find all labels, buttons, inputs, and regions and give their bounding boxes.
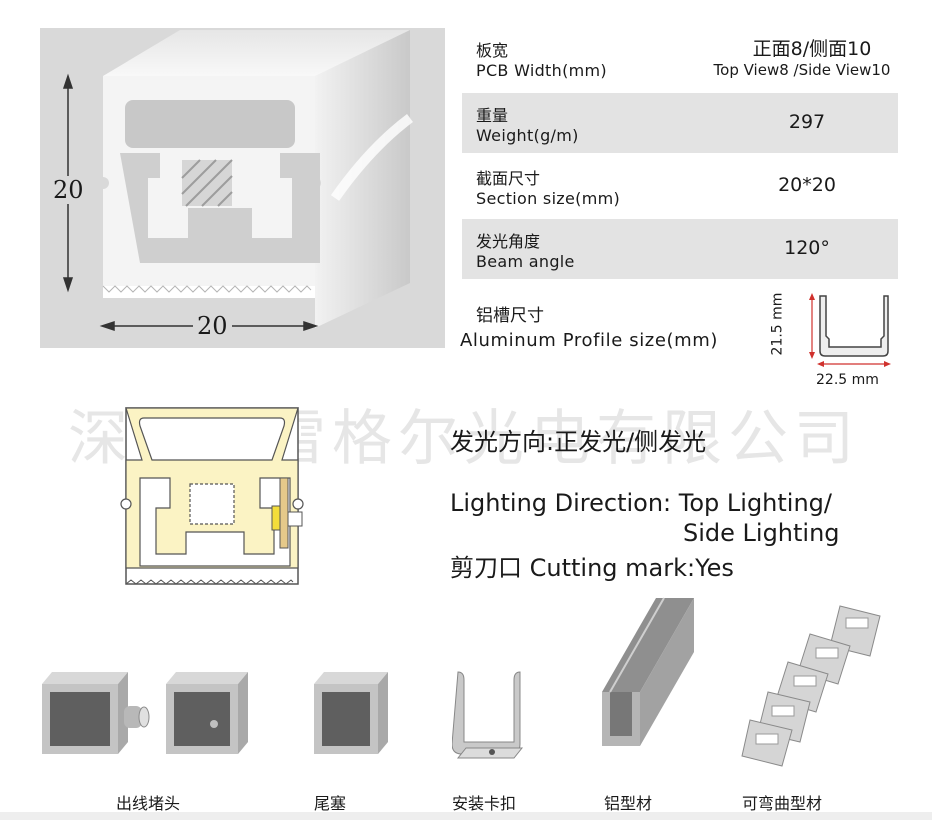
spec-value: 正面8/侧面10 bbox=[752, 38, 872, 60]
cross-section-diagram bbox=[118, 400, 313, 590]
spec-label-cn: 重量 bbox=[476, 106, 509, 125]
flexible-profile-image bbox=[740, 596, 900, 771]
spec-value: 120° bbox=[784, 237, 830, 259]
accessory-label-aluminum-profile: 铝型材 bbox=[604, 794, 653, 813]
spec-label-en: Section size(mm) bbox=[476, 189, 621, 208]
cutting-mark-text: 剪刀口 Cutting mark:Yes bbox=[450, 554, 734, 582]
spec-value: 297 bbox=[788, 111, 826, 133]
end-cap-with-outlet-image bbox=[38, 670, 158, 765]
spec-label-en: Weight(g/m) bbox=[476, 126, 579, 145]
spec-label-cn: 发光角度 bbox=[476, 232, 541, 251]
spec-row-weight: 重量 Weight(g/m) 297 bbox=[462, 93, 898, 153]
tail-plug-image bbox=[310, 670, 392, 765]
spec-label-cn: 截面尺寸 bbox=[476, 169, 541, 188]
mounting-clip-image bbox=[451, 668, 532, 768]
lighting-direction-en-2: Side Lighting bbox=[683, 519, 840, 547]
lighting-direction-cn: 发光方向:正发光/侧发光 bbox=[450, 428, 707, 456]
spec-label-cn: 板宽 bbox=[476, 41, 509, 60]
accessory-label-flexible-profile: 可弯曲型材 bbox=[742, 794, 823, 813]
dimension-height-label: 20 bbox=[53, 176, 84, 204]
aluminum-profile-image bbox=[598, 596, 698, 771]
spec-value-en: Top View8 /Side View10 bbox=[713, 61, 891, 79]
spec-row-section-size: 截面尺寸 Section size(mm) 20*20 bbox=[462, 156, 898, 216]
profile-height-label: 21.5 mm bbox=[769, 292, 786, 356]
profile-label-cn: 铝槽尺寸 bbox=[476, 306, 544, 326]
accessory-label-mounting-clip: 安装卡扣 bbox=[452, 794, 517, 813]
spec-value: 20*20 bbox=[778, 174, 836, 196]
bottom-divider bbox=[0, 812, 932, 820]
profile-width-label: 22.5 mm bbox=[816, 372, 879, 388]
end-cap-side-outlet-image bbox=[162, 670, 254, 765]
lighting-direction-en-1: Lighting Direction: Top Lighting/ bbox=[450, 489, 832, 517]
spec-row-pcb-width: 板宽 PCB Width(mm) 正面8/侧面10 Top View8 /Sid… bbox=[462, 28, 898, 88]
accessory-label-end-cap: 出线堵头 bbox=[116, 794, 181, 813]
spec-label-en: Beam angle bbox=[476, 252, 575, 271]
spec-label-en: PCB Width(mm) bbox=[476, 61, 607, 80]
accessory-label-tail-plug: 尾塞 bbox=[314, 794, 347, 813]
profile-label-en: Aluminum Profile size(mm) bbox=[460, 330, 719, 351]
spec-row-beam-angle: 发光角度 Beam angle 120° bbox=[462, 219, 898, 279]
profile-diagram: 21.5 mm 22.5 mm bbox=[769, 284, 896, 390]
product-render: 20 20 bbox=[40, 28, 445, 348]
dimension-width-label: 20 bbox=[193, 312, 232, 340]
neon-profile-illustration bbox=[62, 30, 414, 332]
